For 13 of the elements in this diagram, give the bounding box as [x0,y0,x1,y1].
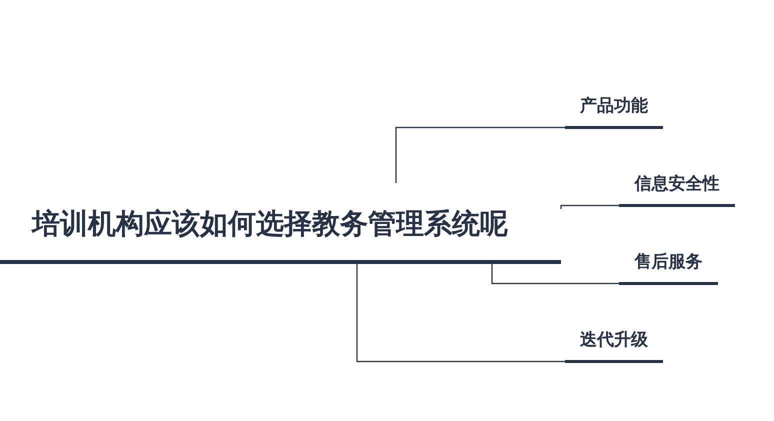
branch-label: 售后服务 [634,252,702,272]
branch-label: 信息安全性 [634,174,720,194]
branch-topic [565,95,663,129]
connector-line [491,264,619,284]
branch-topic [565,329,663,363]
branch-label: 产品功能 [580,96,648,116]
connector-line [560,204,619,209]
connector-line [395,126,565,183]
topic-title: 培训机构应该如何选择教务管理系统呢 [32,207,508,241]
branch-topic [619,251,718,285]
branch-topic [619,173,735,207]
branch-label: 迭代升级 [580,330,648,350]
connector-line [356,264,565,362]
